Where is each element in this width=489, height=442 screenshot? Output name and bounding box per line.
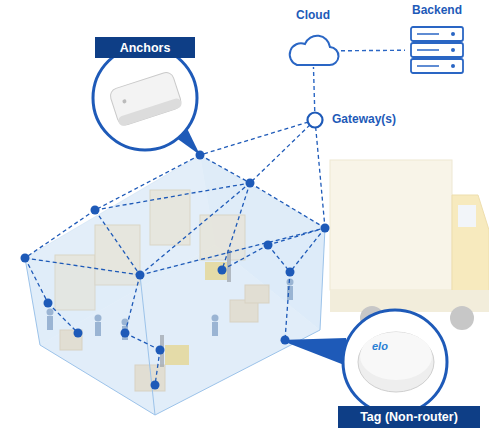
anchor-dot [91,206,100,215]
mesh-link [200,155,250,183]
mesh-link [95,183,250,210]
anchor-dot [264,241,273,250]
mesh-link [315,120,325,228]
node-text: Cloud [296,8,330,22]
mesh-link [48,303,78,333]
callout-label: Anchors [95,37,195,58]
mesh-link [290,228,325,272]
dashed-connector [313,67,314,111]
warehouse-box [25,155,325,415]
callout-circle [343,310,447,414]
truck-cab [452,195,489,300]
server-unit [411,59,463,73]
tag-callout [280,310,447,414]
tag-top [360,332,432,380]
truck-wheel [450,306,474,330]
mesh-link [125,333,160,350]
node-text: Backend [412,3,462,17]
gateway-circle [308,113,323,128]
mesh-link [25,258,48,303]
server-icon: Backend [405,25,469,75]
anchor-dot [136,271,145,280]
server-led [451,64,455,68]
anchor-led [122,99,127,104]
anchor-dot [246,179,255,188]
tag-dot [121,329,130,338]
node-text: Anchors [120,41,171,55]
server-led [451,32,455,36]
node-text: Tag (Non-router) [360,410,458,424]
mesh-link [25,258,140,275]
anchor-shade [117,97,183,127]
mesh-link [95,210,140,275]
device-logo: elo [372,340,388,352]
server-unit [411,43,463,57]
server-led [451,48,455,52]
anchor-dots [21,151,330,390]
anchor-dot [321,224,330,233]
anchor-device [108,70,183,127]
anchor-callout [93,46,200,155]
server-slot [417,65,439,67]
front-wall [25,258,155,415]
wall-edge [25,228,325,415]
cloud-icon: Cloud [285,35,341,67]
cloud-shape [290,36,339,65]
node-text: Gateway(s) [332,112,396,126]
mesh-link [222,245,268,270]
mesh-link [140,228,325,275]
tag-dot [44,299,53,308]
mesh-link [250,183,325,228]
truck-cargo [330,160,452,290]
tag-dot [151,381,160,390]
mesh-link [25,210,95,258]
gateway-node: Gateway(s) [306,111,324,129]
anchor-body [108,70,183,127]
truck [330,160,489,330]
cloud-outline [285,35,341,67]
server-outline [405,25,469,75]
server-unit [411,27,463,41]
tag-device [358,332,434,392]
mesh-link [125,275,140,333]
mesh-link [250,120,315,183]
mesh-link [155,350,160,385]
wall-edge [140,275,155,415]
anchor-dot [218,266,227,275]
mesh-link [268,228,325,245]
callout-circle [93,46,197,150]
anchor-dot [21,254,30,263]
truck-window [458,205,476,227]
tag-dot [156,346,165,355]
server-slot [417,33,439,35]
ceiling [25,155,325,275]
anchor-mesh [25,120,325,385]
mesh-link [285,272,290,340]
anchor-dot [286,268,295,277]
dashed-connector [341,50,405,52]
callout-label: Tag (Non-router) [338,406,480,428]
tag-dot [74,329,83,338]
gateway-outline [306,111,324,129]
callout-pointer [280,338,352,368]
mesh-link [268,245,290,272]
mesh-link [95,155,200,210]
server-slot [417,49,439,51]
mesh-link [222,183,250,270]
